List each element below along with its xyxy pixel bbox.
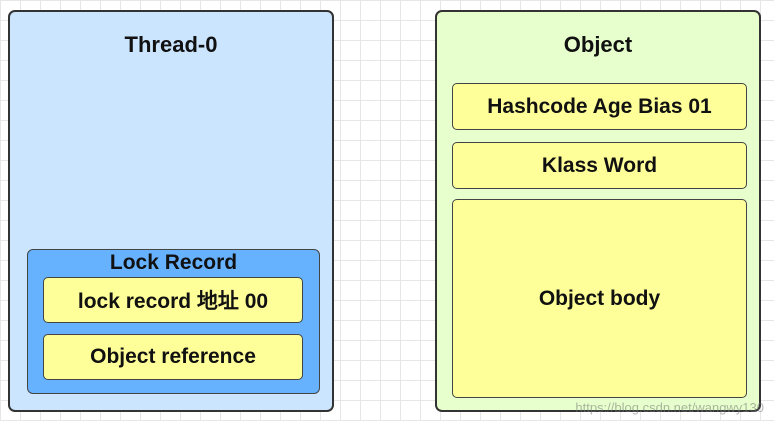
lock-record-container: Lock Record lock record 地址 00 Object ref… [27,249,320,394]
object-body-cell: Object body [452,199,747,398]
mark-word-cell: Hashcode Age Bias 01 [452,83,747,130]
object-title: Object [563,32,633,57]
watermark-url: https://blog.csdn.net/wangwy130 [575,400,764,415]
klass-word-cell: Klass Word [452,142,747,189]
lock-record-address-cell: lock record 地址 00 [43,277,303,323]
object-container: Object Hashcode Age Bias 01 Klass Word O… [435,10,761,412]
lock-record-title: Lock Record [109,251,238,274]
thread-title: Thread-0 [124,32,218,57]
thread-container: Thread-0 Lock Record lock record 地址 00 O… [8,10,334,412]
object-reference-cell: Object reference [43,334,303,380]
